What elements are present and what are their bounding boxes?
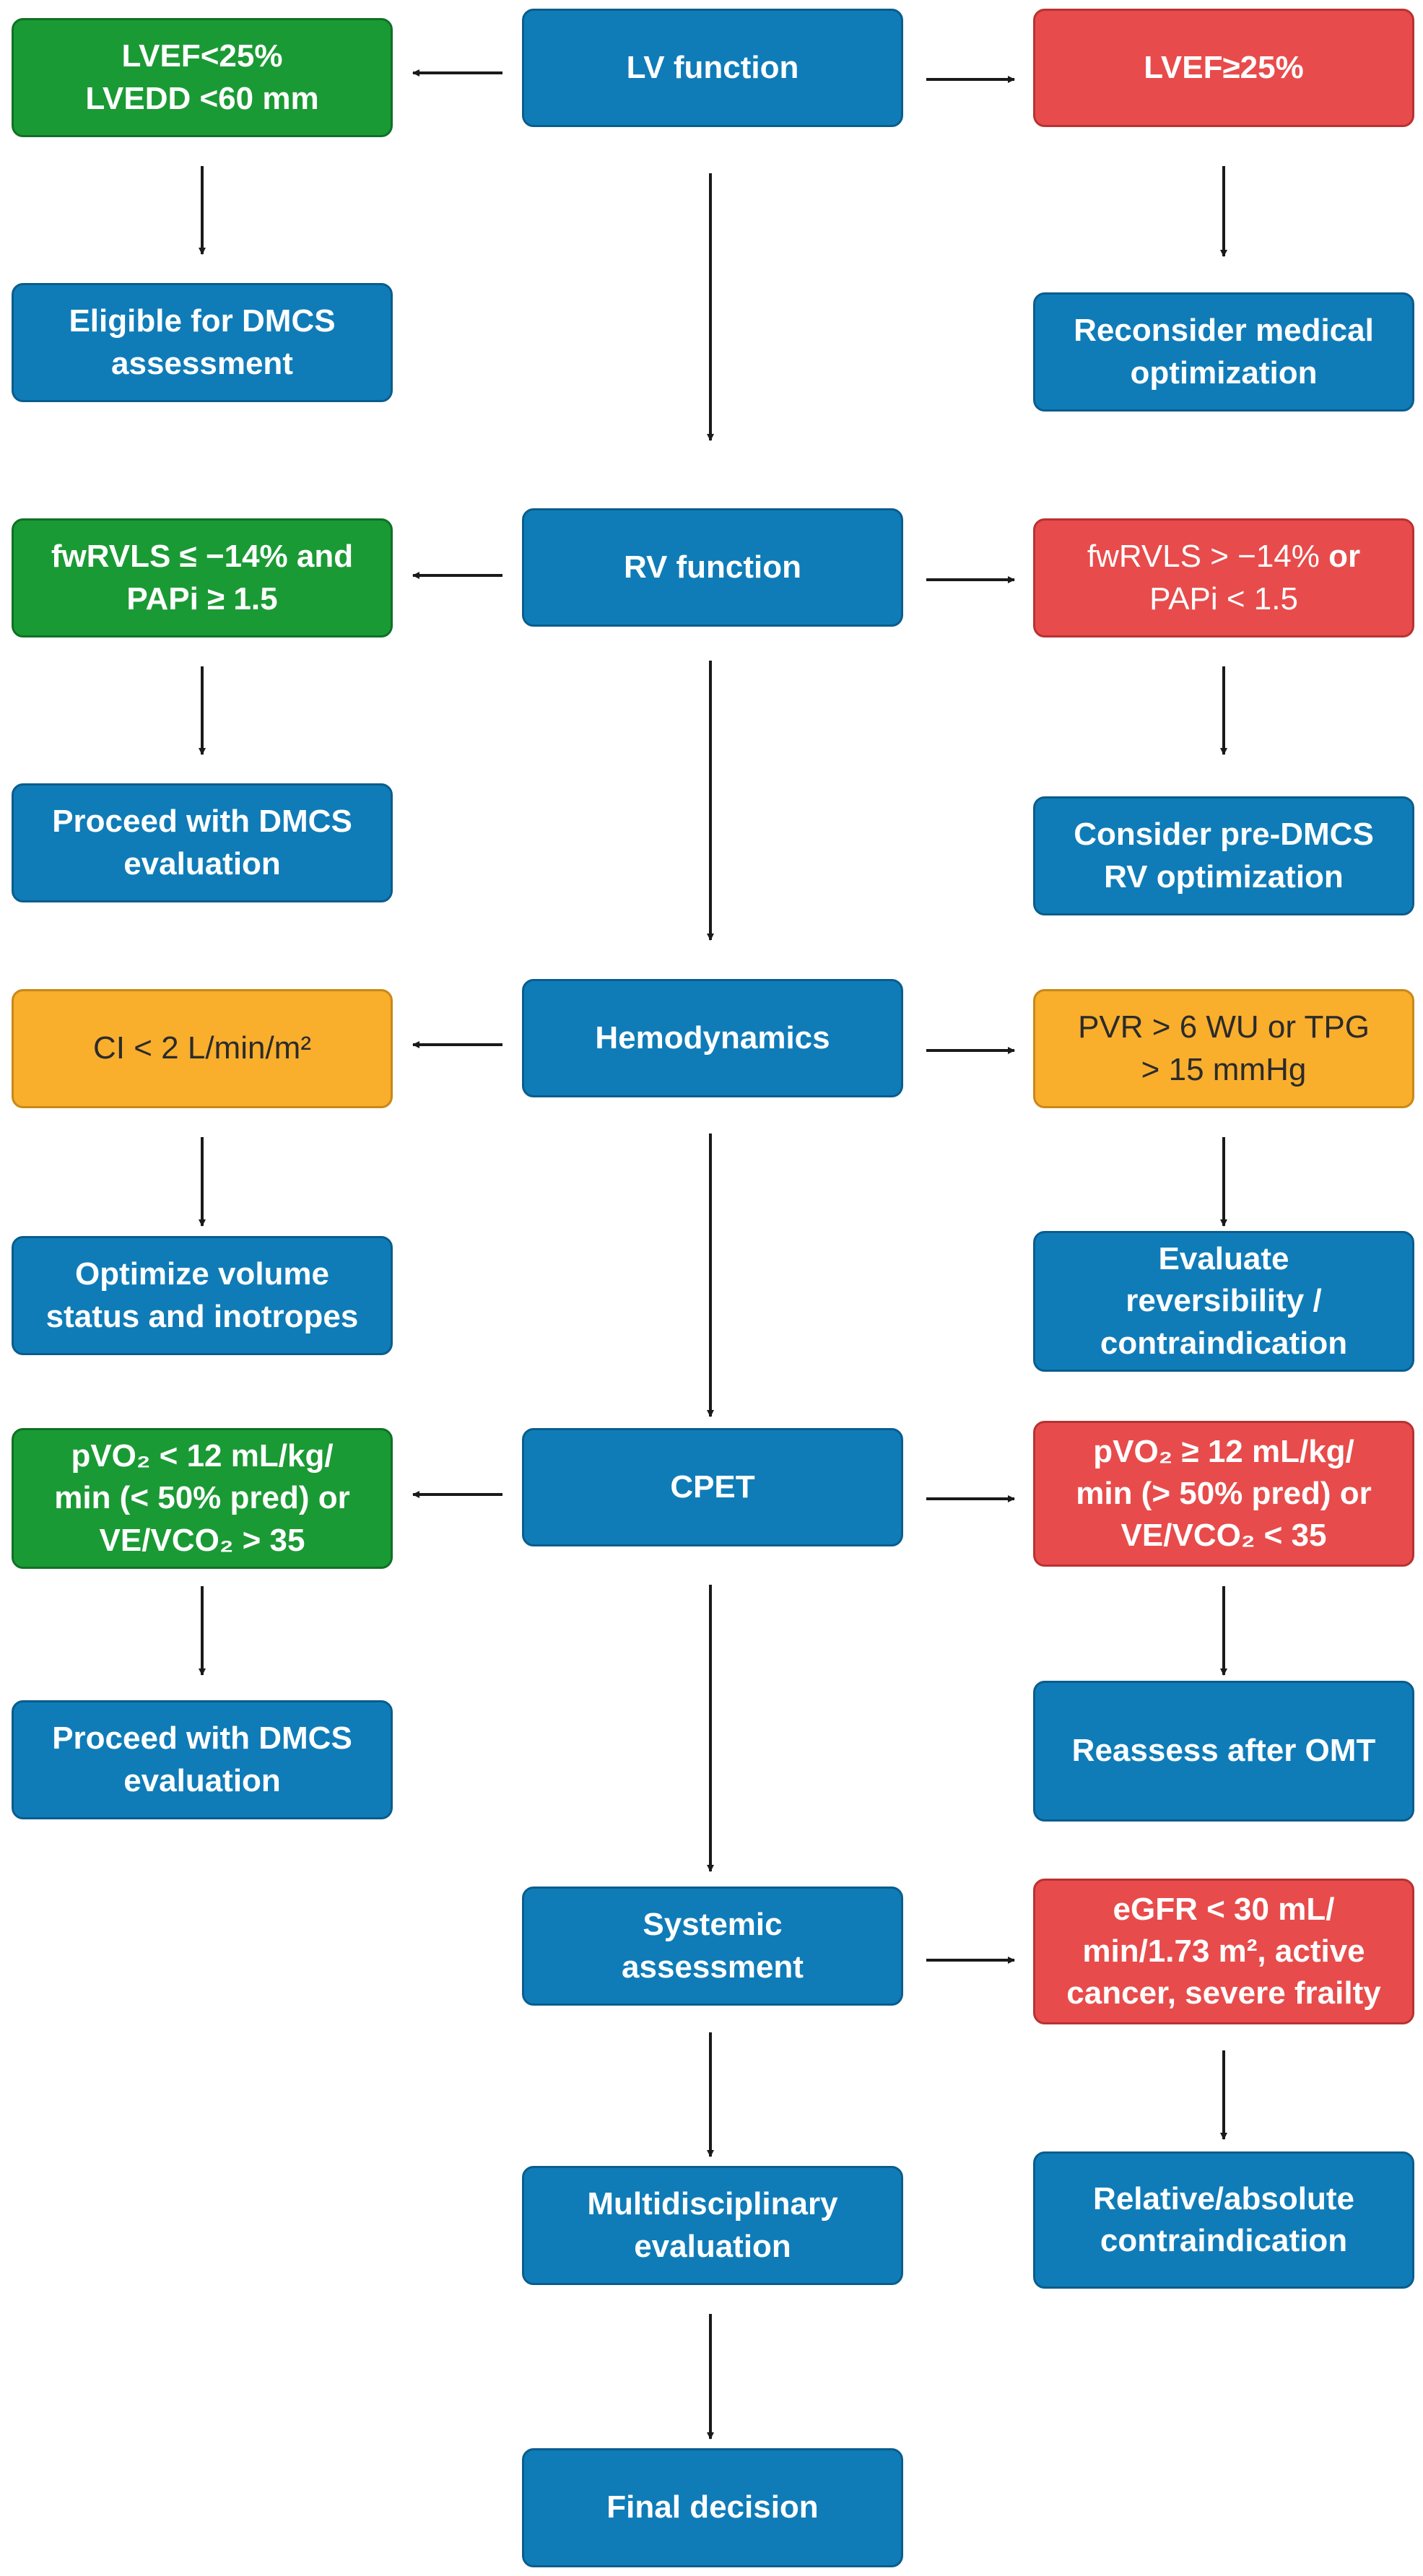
systemic-assessment-line1: Systemic bbox=[643, 1907, 783, 1943]
pvo2-high-box: pVO₂ ≥ 12 mL/kg/ min (> 50% pred) or VE/… bbox=[1033, 1421, 1414, 1567]
rv-function-label: RV function bbox=[623, 549, 802, 585]
pre-dmcs-rv-line1: Consider pre-DMCS bbox=[1074, 817, 1374, 853]
rvls-poor-or: or bbox=[1328, 539, 1361, 575]
reconsider-medical-box: Reconsider medical optimization bbox=[1033, 292, 1414, 412]
pvr-high-box: PVR > 6 WU or TPG > 15 mmHg bbox=[1033, 989, 1414, 1108]
multidisciplinary-line1: Multidisciplinary bbox=[587, 2186, 838, 2222]
rvls-poor-text-a: fwRVLS > −14% bbox=[1087, 539, 1320, 575]
proceed-dmcs-box-1: Proceed with DMCS evaluation bbox=[12, 783, 393, 902]
multidisciplinary-line2: evaluation bbox=[634, 2228, 791, 2264]
pvo2-low-box: pVO₂ < 12 mL/kg/ min (< 50% pred) or VE/… bbox=[12, 1428, 393, 1569]
proceed-dmcs-2-line1: Proceed with DMCS bbox=[52, 1720, 352, 1757]
pvr-high-line2: > 15 mmHg bbox=[1141, 1051, 1307, 1087]
proceed-dmcs-1-line1: Proceed with DMCS bbox=[52, 804, 352, 840]
ci-low-label: CI < 2 L/min/m² bbox=[93, 1030, 311, 1066]
eligible-dmcs-line2: assessment bbox=[111, 345, 293, 381]
relative-absolute-line1: Relative/absolute bbox=[1093, 2180, 1354, 2216]
rvls-poor-line2: PAPi < 1.5 bbox=[1149, 580, 1298, 617]
ci-low-box: CI < 2 L/min/m² bbox=[12, 989, 393, 1108]
pvo2-low-line2: min (< 50% pred) or bbox=[54, 1480, 350, 1516]
lvef-high-box: LVEF≥25% bbox=[1033, 9, 1414, 127]
eligible-dmcs-box: Eligible for DMCS assessment bbox=[12, 283, 393, 402]
systemic-assessment-box: Systemic assessment bbox=[522, 1887, 903, 2006]
reassess-omt-label: Reassess after OMT bbox=[1071, 1733, 1376, 1769]
evaluate-reversibility-line1: Evaluate bbox=[1158, 1241, 1289, 1277]
rvls-poor-box: fwRVLS > −14% or PAPi < 1.5 bbox=[1033, 518, 1414, 638]
pvo2-high-line1: pVO₂ ≥ 12 mL/kg/ bbox=[1093, 1433, 1354, 1469]
pre-dmcs-rv-line2: RV optimization bbox=[1104, 858, 1344, 895]
reassess-omt-box: Reassess after OMT bbox=[1033, 1681, 1414, 1822]
lvef-low-box: LVEF<25% LVEDD <60 mm bbox=[12, 18, 393, 137]
systemic-assessment-line2: assessment bbox=[622, 1949, 804, 1985]
pvo2-high-line2: min (> 50% pred) or bbox=[1076, 1475, 1372, 1511]
multidisciplinary-box: Multidisciplinary evaluation bbox=[522, 2166, 903, 2285]
optimize-volume-box: Optimize volume status and inotropes bbox=[12, 1236, 393, 1355]
eligible-dmcs-line1: Eligible for DMCS bbox=[69, 303, 336, 339]
proceed-dmcs-box-2: Proceed with DMCS evaluation bbox=[12, 1700, 393, 1819]
rvls-good-box: fwRVLS ≤ −14% and PAPi ≥ 1.5 bbox=[12, 518, 393, 638]
final-decision-box: Final decision bbox=[522, 2448, 903, 2567]
lvef-high-label: LVEF≥25% bbox=[1144, 49, 1304, 85]
pvo2-low-line3: VE/VCO₂ > 35 bbox=[99, 1522, 305, 1558]
pvr-high-line1: PVR > 6 WU or TPG bbox=[1078, 1009, 1370, 1045]
final-decision-label: Final decision bbox=[606, 2489, 819, 2525]
reconsider-medical-line1: Reconsider medical bbox=[1074, 313, 1374, 349]
cpet-label: CPET bbox=[670, 1468, 755, 1505]
lv-function-label: LV function bbox=[626, 49, 799, 85]
rvls-good-line2: PAPi ≥ 1.5 bbox=[126, 580, 278, 617]
evaluate-reversibility-line2: reversibility / bbox=[1126, 1283, 1322, 1319]
lvef-low-line2: LVEDD <60 mm bbox=[85, 80, 319, 116]
hemodynamics-label: Hemodynamics bbox=[595, 1019, 830, 1056]
hemodynamics-box: Hemodynamics bbox=[522, 979, 903, 1097]
optimize-volume-line1: Optimize volume bbox=[74, 1256, 330, 1292]
rvls-poor-line1: fwRVLS > −14% or bbox=[1087, 536, 1360, 578]
rvls-good-line1: fwRVLS ≤ −14% and bbox=[51, 539, 354, 575]
evaluate-reversibility-line3: contraindication bbox=[1100, 1325, 1348, 1361]
proceed-dmcs-1-line2: evaluation bbox=[123, 845, 281, 882]
rv-function-box: RV function bbox=[522, 508, 903, 627]
contraindication-criteria-box: eGFR < 30 mL/ min/1.73 m², active cancer… bbox=[1033, 1879, 1414, 2024]
relative-absolute-box: Relative/absolute contraindication bbox=[1033, 2151, 1414, 2289]
proceed-dmcs-2-line2: evaluation bbox=[123, 1762, 281, 1798]
pvo2-high-line3: VE/VCO₂ < 35 bbox=[1120, 1518, 1327, 1554]
evaluate-reversibility-box: Evaluate reversibility / contraindicatio… bbox=[1033, 1231, 1414, 1372]
cpet-box: CPET bbox=[522, 1428, 903, 1546]
relative-absolute-line2: contraindication bbox=[1100, 2223, 1348, 2258]
lv-function-box: LV function bbox=[522, 9, 903, 127]
contraindication-criteria-line1: eGFR < 30 mL/ bbox=[1113, 1891, 1335, 1927]
contraindication-criteria-line3: cancer, severe frailty bbox=[1066, 1975, 1381, 2011]
contraindication-criteria-line2: min/1.73 m², active bbox=[1082, 1933, 1365, 1969]
reconsider-medical-line2: optimization bbox=[1130, 354, 1318, 391]
optimize-volume-line2: status and inotropes bbox=[45, 1298, 359, 1334]
pre-dmcs-rv-box: Consider pre-DMCS RV optimization bbox=[1033, 796, 1414, 915]
pvo2-low-line1: pVO₂ < 12 mL/kg/ bbox=[71, 1438, 334, 1474]
lvef-low-line1: LVEF<25% bbox=[121, 38, 283, 74]
